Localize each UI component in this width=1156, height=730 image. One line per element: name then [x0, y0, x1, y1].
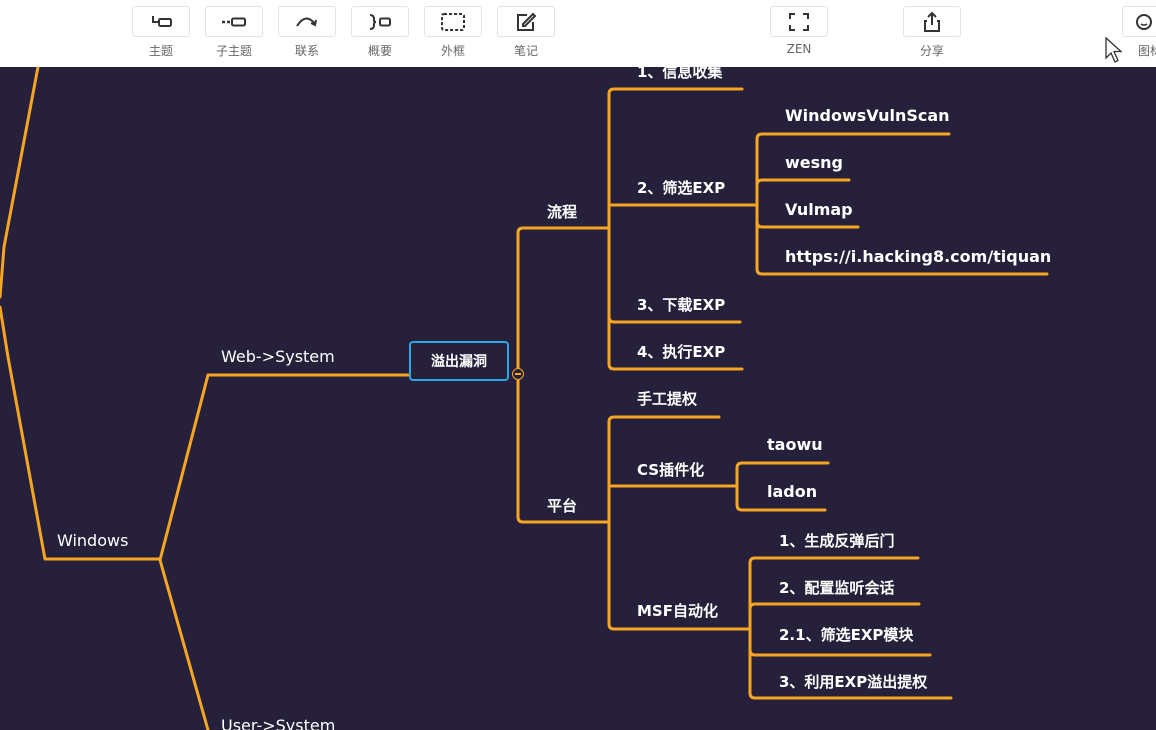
mouse-cursor-icon — [1105, 36, 1123, 63]
node-windowsvulnscan[interactable]: WindowsVulnScan — [785, 106, 950, 125]
branch-lines — [0, 67, 1049, 730]
mindmap-canvas[interactable]: Windows Web->System User->System 溢出漏洞 流程… — [0, 67, 1156, 730]
toolbar: 主题 子主题 联系 概要 外框 笔记 — [0, 0, 1156, 68]
subtopic-icon — [222, 17, 246, 26]
zen-label: ZEN — [786, 42, 812, 56]
note-label: 笔记 — [513, 44, 538, 58]
node-step2[interactable]: 2、筛选EXP — [637, 179, 726, 197]
node-msf[interactable]: MSF自动化 — [637, 602, 718, 620]
node-step4[interactable]: 4、执行EXP — [637, 343, 726, 361]
summary-icon — [369, 13, 391, 30]
zen-button[interactable] — [770, 6, 828, 37]
node-msf-step2-1[interactable]: 2.1、筛选EXP模块 — [779, 626, 914, 644]
note-icon — [517, 12, 537, 31]
relation-icon — [296, 17, 317, 27]
node-vulmap[interactable]: Vulmap — [785, 200, 853, 219]
summary-button[interactable] — [351, 6, 409, 37]
boundary-button[interactable] — [424, 6, 482, 37]
fullscreen-icon — [789, 12, 809, 31]
smiley-icon — [1136, 13, 1152, 30]
node-msf-step2[interactable]: 2、配置监听会话 — [779, 579, 895, 597]
boundary-label: 外框 — [440, 44, 465, 58]
node-step3[interactable]: 3、下载EXP — [637, 296, 726, 314]
boundary-icon — [441, 12, 465, 31]
note-button[interactable] — [497, 6, 555, 37]
node-wesng[interactable]: wesng — [785, 153, 843, 172]
share-icon — [924, 11, 940, 32]
node-user-system[interactable]: User->System — [221, 716, 336, 730]
icon-button[interactable] — [1122, 6, 1156, 37]
topic-button[interactable] — [132, 6, 190, 37]
relation-label: 联系 — [294, 44, 319, 58]
icon-label: 图标 — [1138, 44, 1156, 58]
relation-button[interactable] — [278, 6, 336, 37]
topic-icon — [152, 15, 172, 27]
topic-label: 主题 — [148, 44, 173, 58]
summary-label: 概要 — [367, 44, 392, 58]
node-web-system[interactable]: Web->System — [221, 347, 335, 366]
node-msf-step3[interactable]: 3、利用EXP溢出提权 — [779, 673, 928, 691]
node-process[interactable]: 流程 — [547, 203, 578, 221]
node-msf-step1[interactable]: 1、生成反弹后门 — [779, 532, 895, 550]
node-platform[interactable]: 平台 — [547, 497, 578, 515]
node-tiquan-link[interactable]: https://i.hacking8.com/tiquan — [785, 247, 1052, 266]
node-central-overflow[interactable]: 溢出漏洞 — [409, 341, 509, 381]
node-taowu[interactable]: taowu — [767, 435, 823, 454]
subtopic-button[interactable] — [205, 6, 263, 37]
share-label: 分享 — [919, 44, 944, 58]
collapse-toggle[interactable] — [512, 368, 524, 380]
node-windows[interactable]: Windows — [57, 531, 129, 550]
subtopic-label: 子主题 — [215, 44, 252, 58]
node-manual[interactable]: 手工提权 — [637, 390, 698, 408]
node-ladon[interactable]: ladon — [767, 482, 818, 501]
node-step1[interactable]: 1、信息收集 — [637, 67, 723, 81]
node-cs-plugin[interactable]: CS插件化 — [637, 461, 705, 479]
share-button[interactable] — [903, 6, 961, 37]
